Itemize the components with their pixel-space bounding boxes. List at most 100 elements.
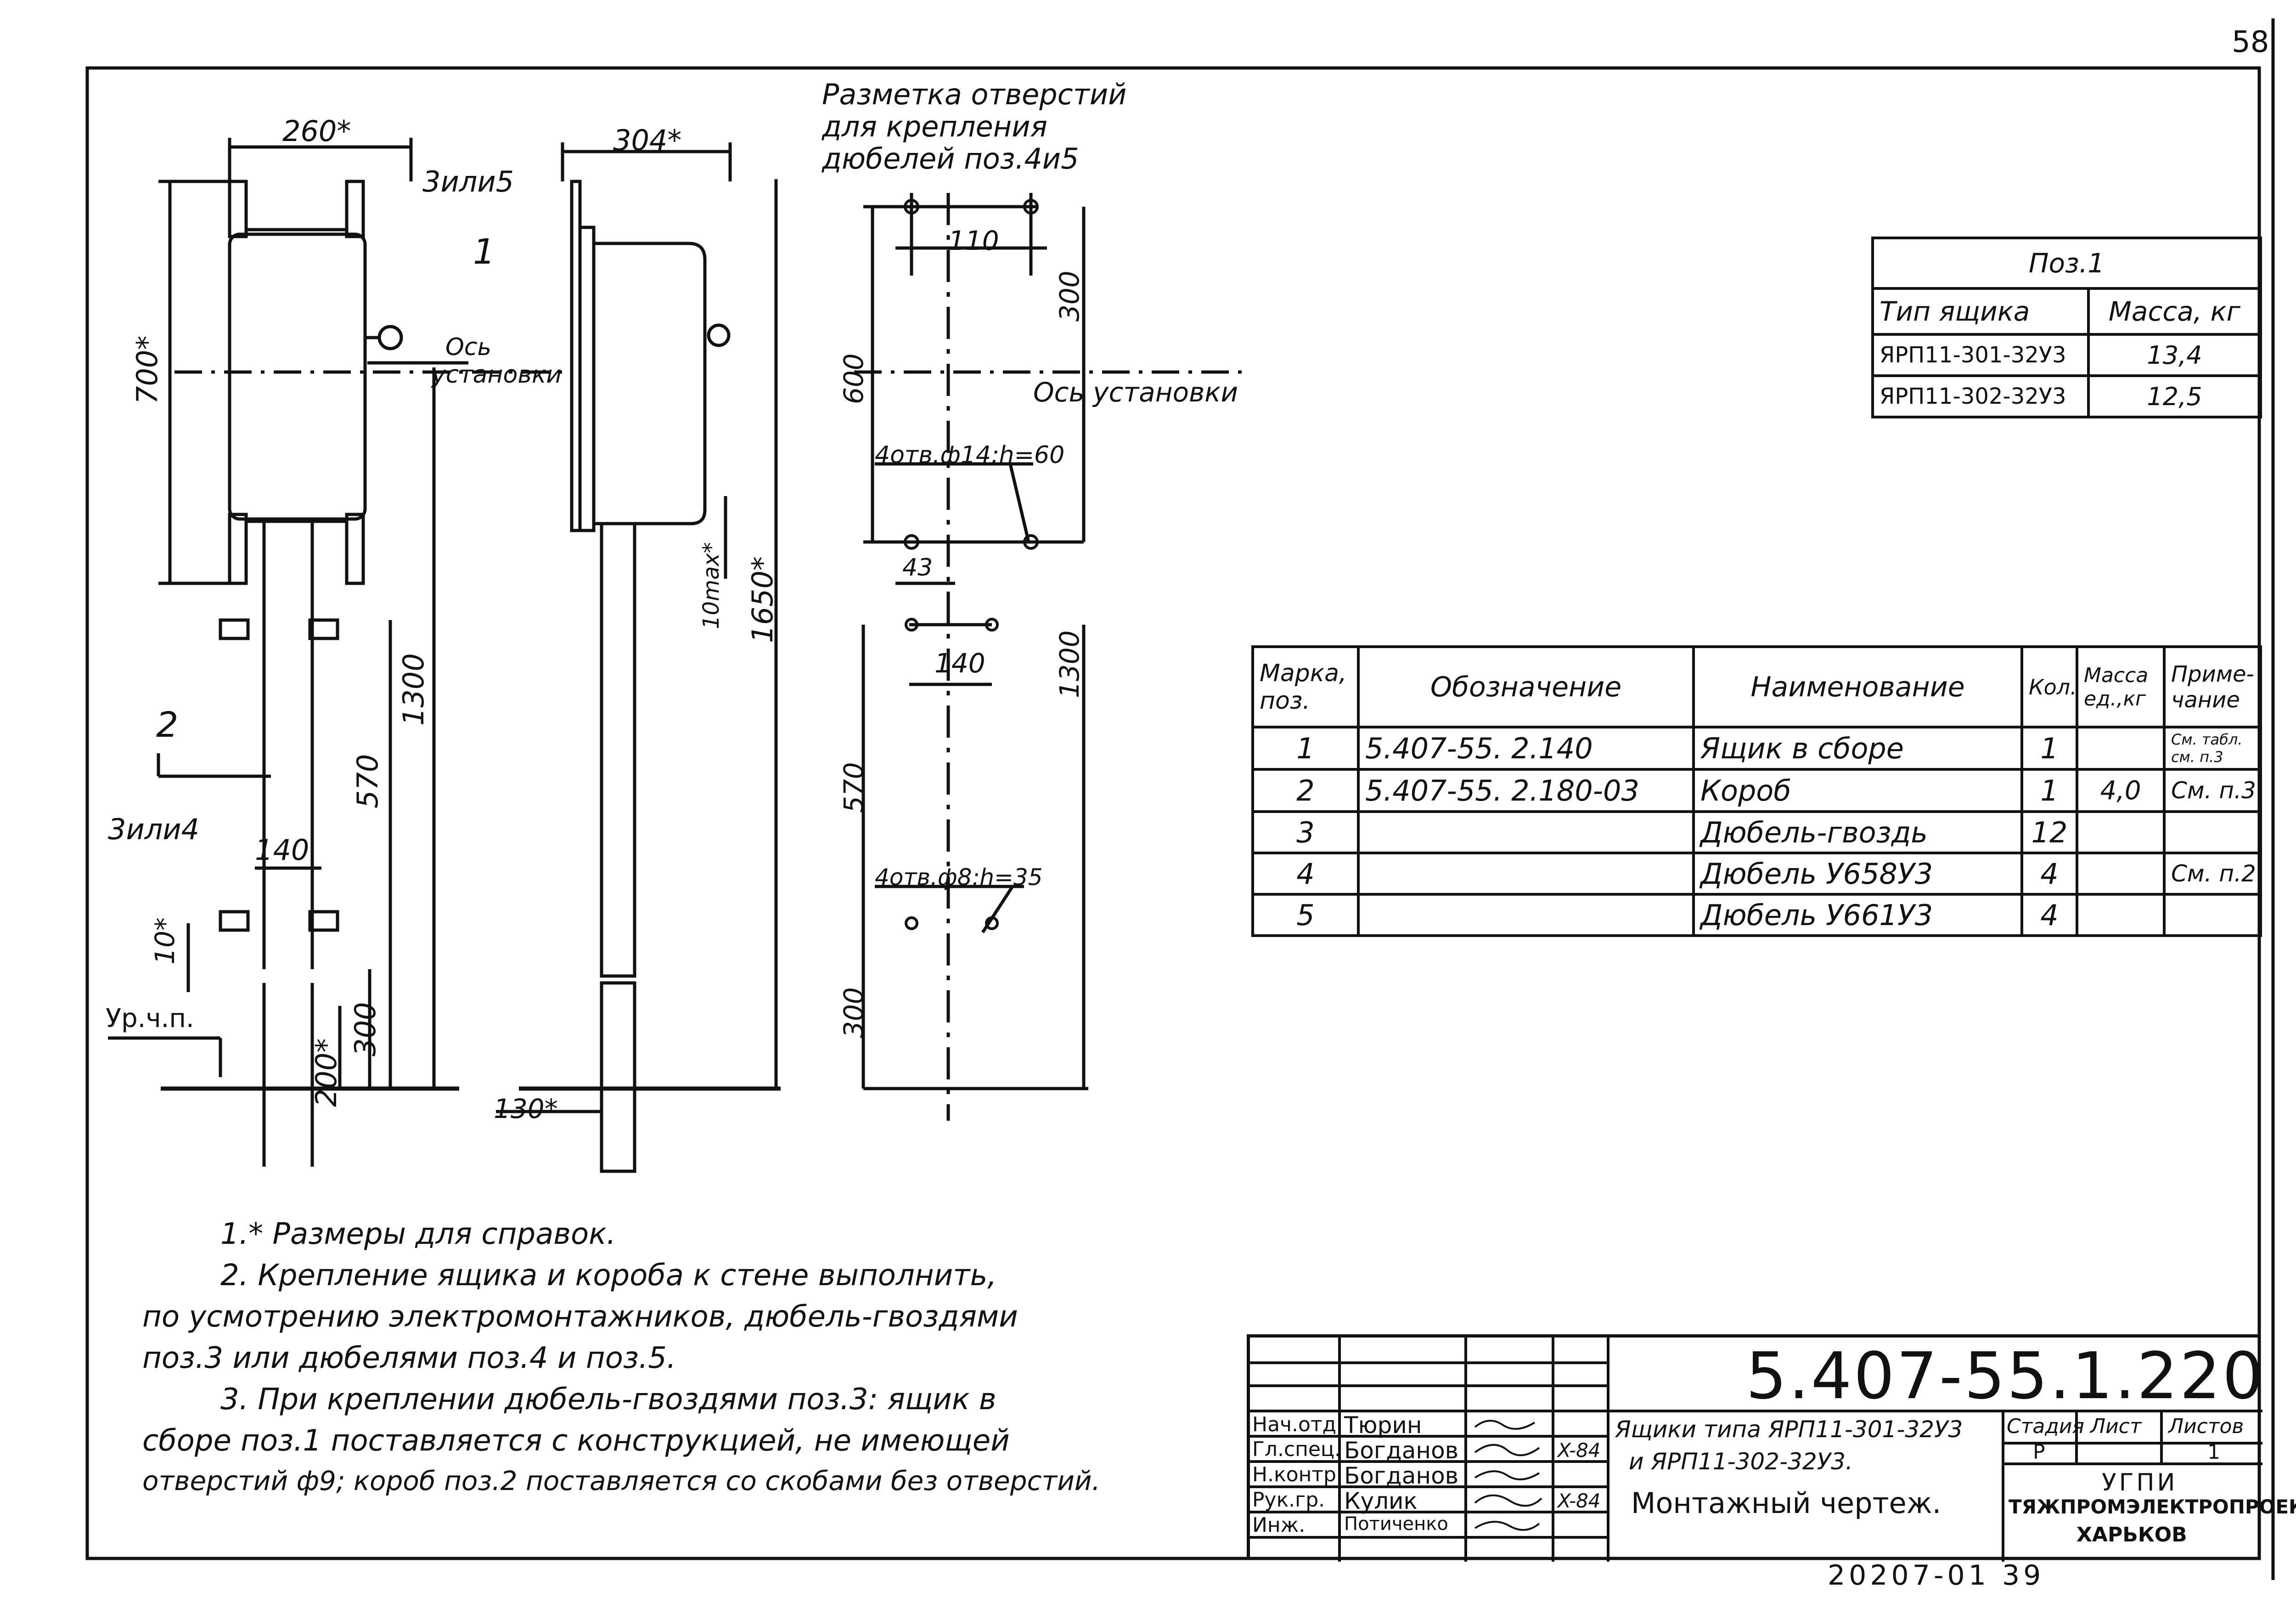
spec-row5-mass (2076, 893, 2166, 937)
org-line-3: ХАРЬКОВ (2077, 1523, 2187, 1547)
archive-number: 20207-01 39 (1828, 1559, 2045, 1592)
spec-row3-name: Дюбель-гвоздь (1692, 810, 2023, 854)
spec-header-note: Приме-чание (2163, 645, 2262, 728)
spec-header-mark: Марка, поз. (1251, 645, 1360, 728)
callout-3-or-4: 3или4 (108, 813, 200, 846)
spec-row2-name: Короб (1692, 768, 2023, 813)
pos1-header-mass: Масса, кг (2087, 287, 2262, 336)
role-2: Гл.спец. (1252, 1438, 1341, 1461)
floor-label: Ур.ч.п. (106, 1004, 194, 1033)
spec-row1-mass (2076, 726, 2166, 771)
spec-header-designation: Обозначение (1357, 645, 1695, 728)
doc-title-line-2: и ЯРП11-302-32У3. (1629, 1448, 1853, 1475)
note-2-line-2: по усмотрению электромонтажников, дюбель… (142, 1300, 1018, 1334)
note-1: 1.* Размеры для справок. (220, 1217, 616, 1251)
dim-holes-600: 600 (838, 353, 869, 404)
org-line-2: ТЯЖПРОМЭЛЕКТРОПРОЕКТ (2009, 1496, 2296, 1518)
spec-row3-mass (2076, 810, 2166, 854)
dim-holes-300-bottom: 300 (838, 987, 869, 1038)
spec-row5-note (2163, 893, 2262, 937)
title-code: 5.407-55.1.220 (1746, 1339, 2265, 1414)
role-5: Инж. (1252, 1513, 1306, 1537)
spec-row4-pos: 4 (1251, 852, 1360, 896)
spec-header-name: Наименование (1692, 645, 2023, 728)
spec-row1-name: Ящик в сборе (1692, 726, 2023, 771)
pos1-row1-type: ЯРП11-301-32У3 (1871, 333, 2090, 377)
sheet-number: 58 (2232, 25, 2269, 59)
spec-row3-designation (1357, 810, 1695, 854)
dim-holes-300-top: 300 (1054, 271, 1085, 322)
name-3: Богданов (1344, 1462, 1459, 1489)
pos1-row2-mass: 12,5 (2087, 374, 2262, 418)
dim-holes-43: 43 (902, 554, 933, 581)
front-view (108, 138, 569, 1167)
spec-row2-pos: 2 (1251, 768, 1360, 813)
pos1-row2-type: ЯРП11-302-32У3 (1871, 374, 2090, 418)
title-block-grid (1250, 1338, 2262, 1562)
spec-row3-note (2163, 810, 2262, 854)
spec-header-qty: Кол. (2020, 645, 2078, 728)
date-4: X-84 (1558, 1490, 1601, 1512)
holes-title-2: для крепления (822, 110, 1047, 143)
holes-title-3: дюбелей поз.4и5 (822, 142, 1079, 175)
date-2: X-84 (1558, 1439, 1601, 1462)
callout-1: 1 (473, 231, 495, 272)
side-view (496, 142, 781, 1173)
callout-2: 2 (156, 704, 179, 745)
name-4: Кулик (1344, 1488, 1418, 1514)
note-3-line-1: 3. При креплении дюбель-гвоздями поз.3: … (220, 1383, 996, 1417)
spec-row5-designation (1357, 893, 1695, 937)
dim-front-570: 570 (351, 754, 384, 808)
note-2-line-3: поз.3 или дюбелями поз.4 и поз.5. (142, 1341, 676, 1375)
spec-row3-qty: 12 (2020, 810, 2078, 854)
org-line-1: УГПИ (2102, 1469, 2178, 1496)
dim-front-300: 300 (349, 1002, 382, 1056)
hole-layout-view (854, 193, 1244, 1121)
holes-large-label: 4отв.ф14;h=60 (875, 441, 1065, 469)
doc-title-line-3: Монтажный чертеж. (1631, 1486, 1941, 1520)
role-4: Рук.гр. (1252, 1488, 1325, 1512)
spec-row5-qty: 4 (2020, 893, 2078, 937)
dim-front-1300: 1300 (397, 653, 430, 726)
dim-side-width: 304* (613, 124, 682, 157)
spec-row2-note: См. п.3 (2163, 768, 2262, 813)
stage-value: Р (2033, 1440, 2045, 1464)
note-3-line-3: отверстий ф9; короб поз.2 поставляется с… (142, 1465, 1101, 1496)
spec-row4-note: См. п.2 (2163, 852, 2262, 896)
spec-row5-pos: 5 (1251, 893, 1360, 937)
note-2-line-1: 2. Крепление ящика и короба к стене выпо… (220, 1259, 997, 1293)
role-3: Н.контр. (1252, 1463, 1343, 1486)
axis-label-front-1: Ось (445, 333, 492, 361)
stage-label: Стадия (2007, 1415, 2084, 1438)
spec-row1-qty: 1 (2020, 726, 2078, 771)
doc-title-line-1: Ящики типа ЯРП11-301-32У3 (1615, 1416, 1963, 1443)
dim-side-10max: 10max* (698, 542, 724, 629)
spec-header-mass: Масса ед.,кг (2076, 645, 2166, 728)
name-5: Потиченко (1344, 1513, 1448, 1535)
dim-front-box-height: 700* (130, 335, 164, 404)
spec-row2-mass: 4,0 (2076, 768, 2166, 813)
callout-3-or-5: 3или5 (422, 165, 514, 198)
axis-label-front-2: установки (432, 361, 562, 389)
note-3-line-2: сборе поз.1 поставляется с конструкцией,… (142, 1424, 1010, 1458)
pos1-title: Поз.1 (1871, 237, 2262, 290)
spec-row4-qty: 4 (2020, 852, 2078, 896)
spec-row3-pos: 3 (1251, 810, 1360, 854)
dim-front-140: 140 (255, 833, 310, 867)
dim-side-1650: 1650* (746, 556, 779, 643)
pos1-row1-mass: 13,4 (2087, 333, 2262, 377)
spec-row2-designation: 5.407-55. 2.180-03 (1357, 768, 1695, 813)
role-1: Нач.отд. (1252, 1413, 1343, 1436)
signatures (1474, 1420, 1542, 1531)
pos1-header-type: Тип ящика (1871, 287, 2090, 336)
spec-row1-designation: 5.407-55. 2.140 (1357, 726, 1695, 771)
holes-small-label: 4отв.ф8;h=35 (875, 864, 1043, 891)
spec-table: Марка, поз. Обозначение Наименование Кол… (1251, 645, 2262, 937)
dim-front-10: 10* (149, 917, 180, 965)
axis-label-holes: Ось установки (1033, 377, 1238, 408)
spec-row4-name: Дюбель У658У3 (1692, 852, 2023, 896)
holes-title-1: Разметка отверстий (822, 78, 1127, 111)
dim-front-width: 260* (282, 114, 351, 148)
spec-row2-qty: 1 (2020, 768, 2078, 813)
